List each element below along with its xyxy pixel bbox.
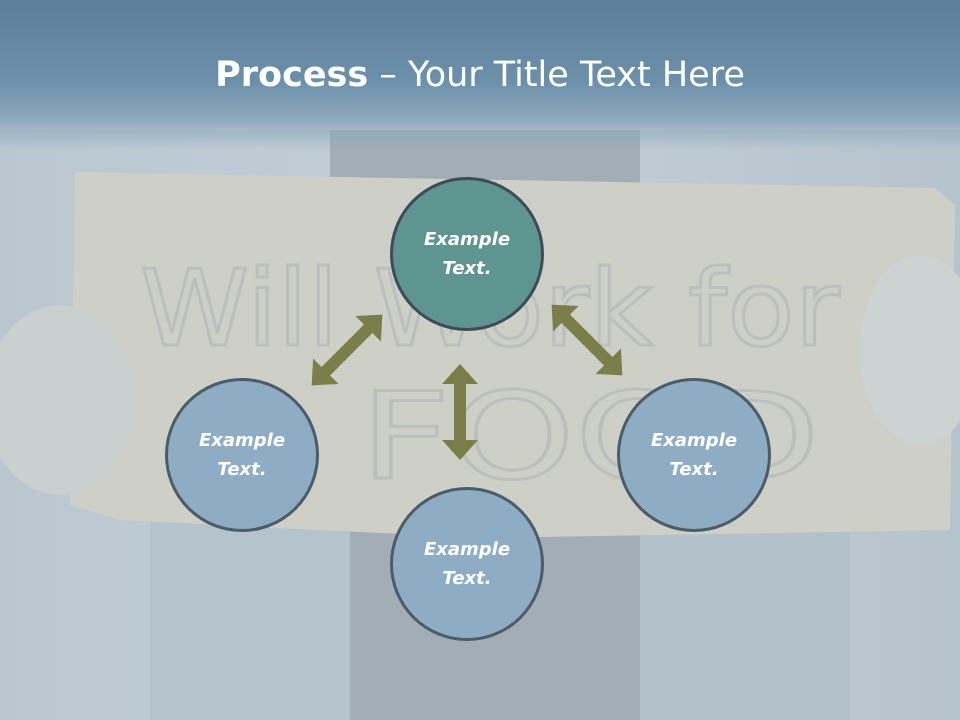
node-label-top: Example Text. [423, 229, 511, 279]
left-hand [0, 305, 135, 495]
title-band [0, 0, 960, 150]
double-arrow-vertical [442, 364, 478, 460]
process-node-left[interactable]: Example Text. [165, 378, 319, 532]
node-label-bottom: Example Text. [423, 539, 511, 589]
process-node-top[interactable]: Example Text. [390, 177, 544, 331]
process-node-right[interactable]: Example Text. [617, 378, 771, 532]
node-label-right: Example Text. [650, 430, 738, 480]
slide-title: Process – Your Title Text Here [0, 52, 960, 98]
double-arrow-left-diagonal [311, 314, 383, 386]
title-bold: Process [215, 55, 369, 95]
process-node-bottom[interactable]: Example Text. [390, 487, 544, 641]
right-hand [860, 255, 960, 445]
title-rest: – Your Title Text Here [368, 55, 745, 95]
double-arrow-right-diagonal [551, 304, 623, 376]
node-label-left: Example Text. [198, 430, 286, 480]
